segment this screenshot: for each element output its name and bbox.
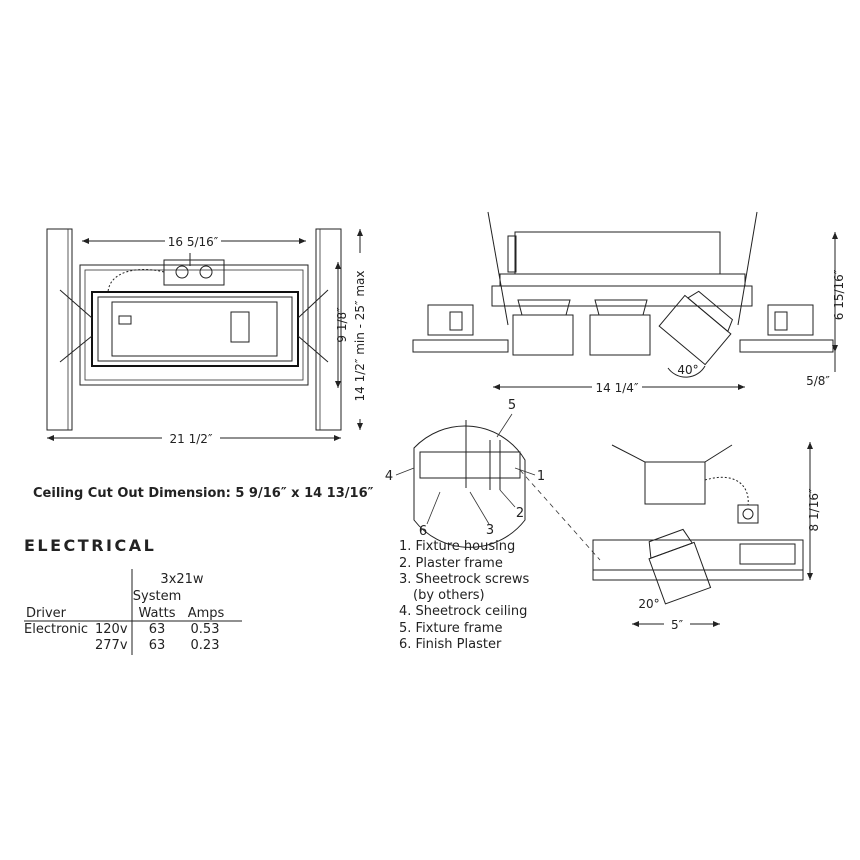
driver-header: Driver <box>26 606 67 621</box>
dim-flange: 5/8″ <box>806 374 830 388</box>
flex-conduit <box>107 269 165 293</box>
top-view: 16 5/16″ 21 1/2″ 9 1/8″ 14 1/2″ min - 25… <box>46 228 369 447</box>
plaster-frame <box>79 264 309 386</box>
legend-item-5: 5. Fixture frame <box>399 621 502 636</box>
watts-header: Watts <box>139 606 176 621</box>
right-joist <box>315 228 342 431</box>
dim-overall-width: 21 1/2″ <box>170 432 213 446</box>
dim-side-width: 14 1/4″ <box>596 381 639 395</box>
config-header: 3x21w <box>160 572 204 587</box>
end-view: 5″ 20° 8 1/16″ <box>592 442 821 632</box>
dim-angle-20: 20° <box>638 597 659 611</box>
section-detail: 5 1 4 2 3 6 <box>385 398 601 561</box>
callout-4: 4 <box>385 469 393 484</box>
callout-2: 2 <box>516 506 524 521</box>
electrical-heading: ELECTRICAL <box>24 536 156 555</box>
dim-end-height: 8 1/16″ <box>807 488 821 531</box>
legend-item-6: 6. Finish Plaster <box>399 637 502 652</box>
end-junction-box <box>644 461 706 505</box>
lamp-1 <box>517 299 571 316</box>
callout-5: 5 <box>508 398 516 413</box>
lamp-3 <box>658 290 734 366</box>
legend-item-1: 1. Fixture housing <box>399 539 515 554</box>
legend-item-3: 3. Sheetrock screws <box>399 572 530 587</box>
row-1-driver: Electronic <box>24 622 88 637</box>
legend-item-4: 4. Sheetrock ceiling <box>399 604 527 619</box>
dim-angle-40: 40° <box>677 363 698 377</box>
end-lamp <box>648 528 712 605</box>
callout-1: 1 <box>537 469 545 484</box>
legend-item-3-note: (by others) <box>413 588 485 603</box>
cutout-dimension: Ceiling Cut Out Dimension: 5 9/16″ x 14 … <box>33 486 374 501</box>
dim-end-width: 5″ <box>671 618 684 632</box>
row-2-watts: 63 <box>149 638 166 653</box>
dim-top-width: 16 5/16″ <box>168 235 219 249</box>
dim-frame-depth: 9 1/8″ <box>335 307 349 343</box>
ceiling-left <box>412 339 509 353</box>
fixture-housing <box>91 291 299 367</box>
row-1-amps: 0.53 <box>191 622 220 637</box>
row-2-volt: 277v <box>95 638 128 653</box>
junction-box <box>163 259 225 286</box>
dim-side-height: 6 15/16″ <box>832 269 846 320</box>
row-2-amps: 0.23 <box>191 638 220 653</box>
callout-6: 6 <box>419 524 427 539</box>
row-1-watts: 63 <box>149 622 166 637</box>
electrical-table: 3x21w System Driver Watts Amps Electroni… <box>24 569 242 655</box>
legend: 1. Fixture housing 2. Plaster frame 3. S… <box>399 539 530 652</box>
system-header: System <box>133 589 181 604</box>
side-housing <box>514 231 721 275</box>
legend-item-2: 2. Plaster frame <box>399 556 503 571</box>
callout-3: 3 <box>486 523 494 538</box>
row-1-volt: 120v <box>95 622 128 637</box>
side-view: 14 1/4″ 40° 6 15/16″ 5/8″ <box>412 211 846 396</box>
lamp-2 <box>594 299 648 316</box>
ceiling-right <box>739 339 834 353</box>
amps-header: Amps <box>188 606 225 621</box>
dim-joist-range: 14 1/2″ min - 25″ max <box>353 271 367 402</box>
left-joist <box>46 228 73 431</box>
